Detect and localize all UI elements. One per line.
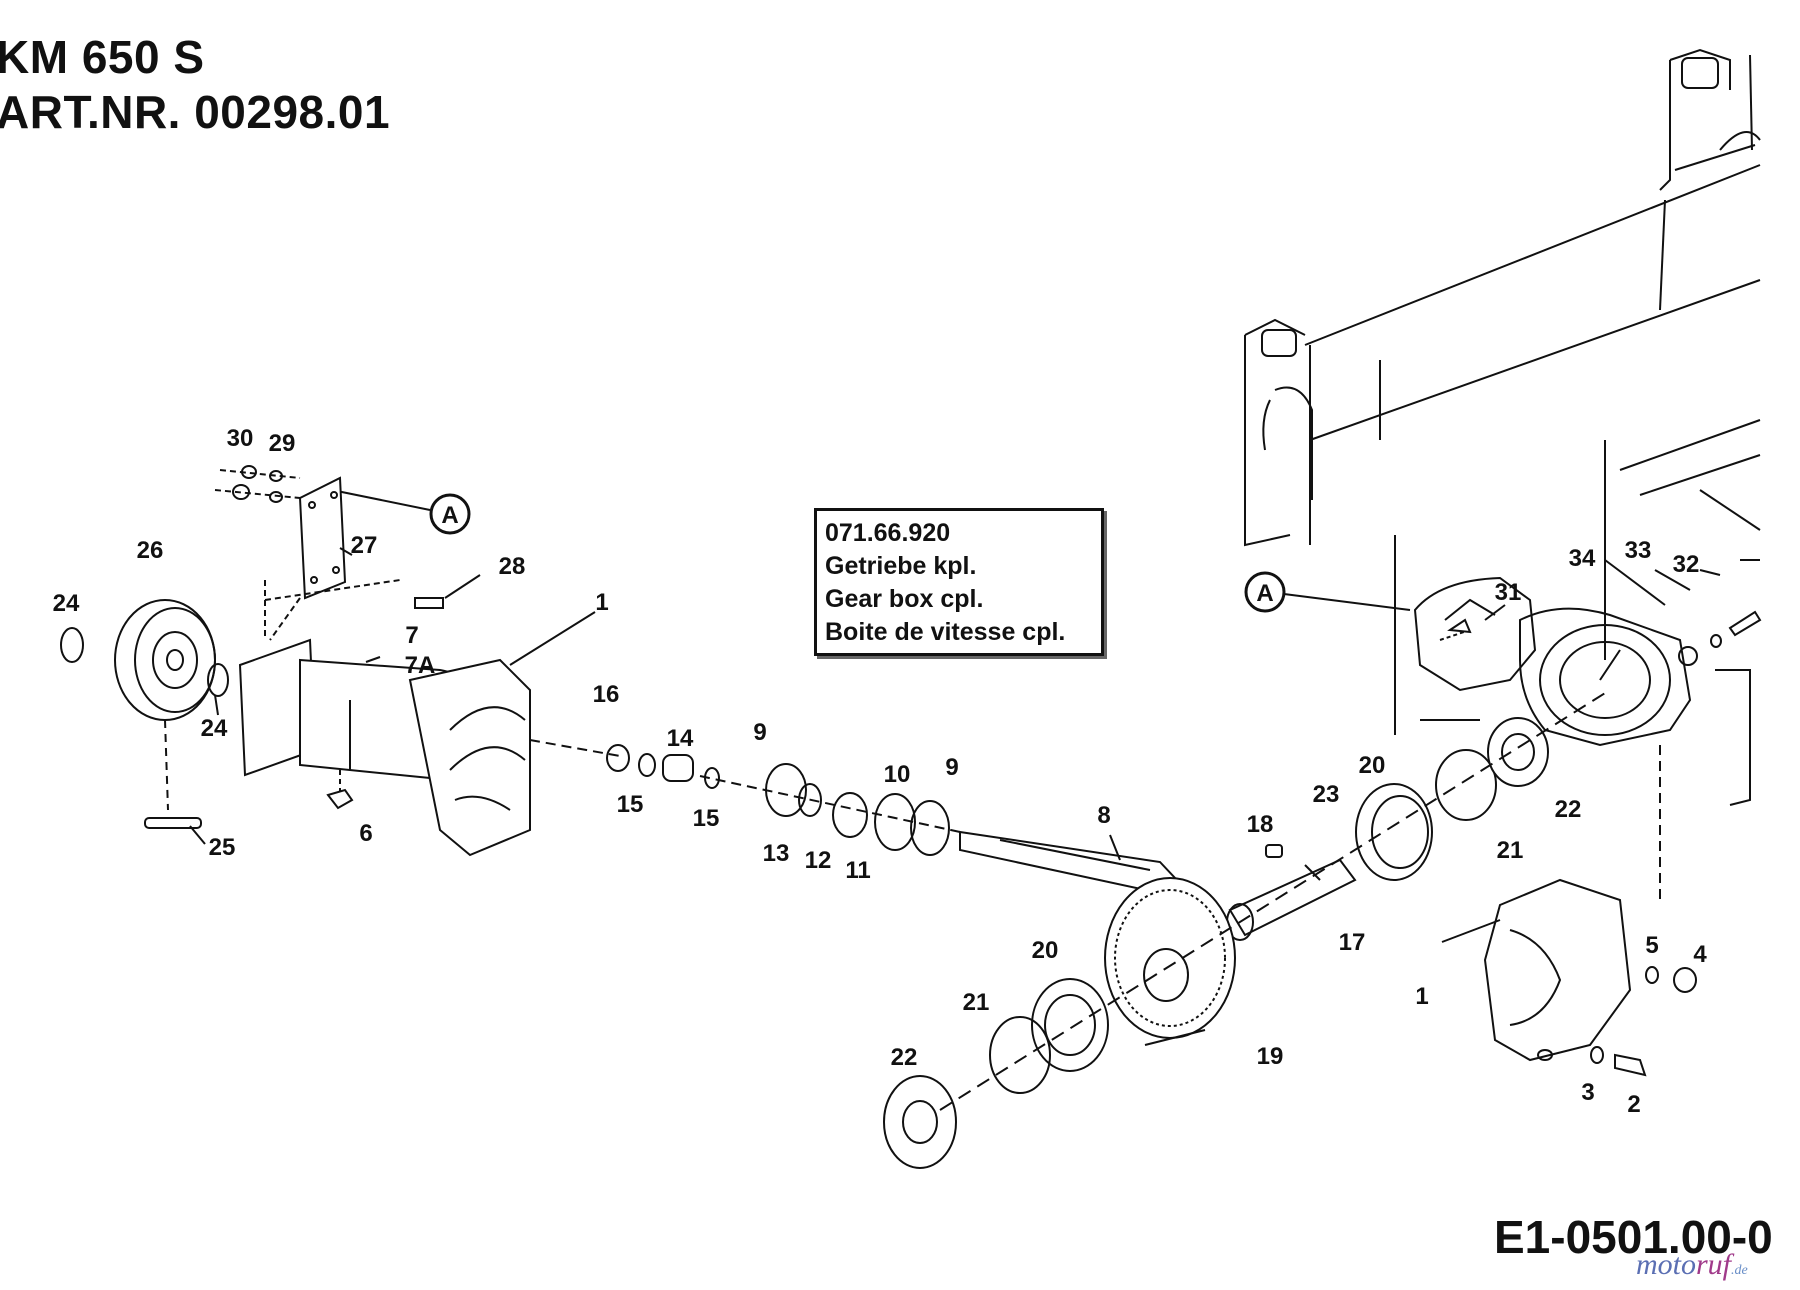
reference-marker-a-upper: A (331, 489, 471, 535)
housing-arm-1-right (1439, 610, 1762, 1077)
part-label-l31: 31 (1495, 579, 1522, 606)
part-label-l7a: 7A (405, 652, 436, 679)
part-label-l12: 12 (805, 847, 832, 874)
part-label-l3: 3 (1581, 1079, 1594, 1106)
marker-a-label-lower: A (1256, 580, 1273, 607)
gear-train (883, 689, 1611, 1169)
part-label-l26: 26 (137, 537, 164, 564)
part-label-l27: 27 (351, 532, 378, 559)
part-label-l9b: 9 (945, 754, 958, 781)
part-label-l34: 34 (1569, 545, 1596, 572)
part-label-l16: 16 (593, 681, 620, 708)
part-label-l24a: 24 (53, 590, 80, 617)
part-label-l8: 8 (1097, 802, 1110, 829)
part-label-l24b: 24 (201, 715, 228, 742)
part-label-l22a: 22 (1555, 796, 1582, 823)
part-label-l22b: 22 (891, 1044, 918, 1071)
part-label-l13: 13 (763, 840, 790, 867)
part-label-l28: 28 (499, 553, 526, 580)
part-label-l1a: 1 (595, 589, 608, 616)
watermark-brand-a: moto (1636, 1248, 1696, 1281)
part-label-l32: 32 (1673, 551, 1700, 578)
part-label-l30: 30 (227, 425, 254, 452)
part-label-l17: 17 (1339, 929, 1366, 956)
part-label-l19: 19 (1257, 1043, 1284, 1070)
callout-english: Gear box cpl. (825, 585, 984, 613)
watermark-brand-b: ruf (1696, 1248, 1732, 1281)
part-label-l5: 5 (1645, 932, 1658, 959)
shaft-small-parts (606, 744, 1177, 894)
part-label-l20a: 20 (1359, 752, 1386, 779)
part-label-l25: 25 (209, 834, 236, 861)
part-label-l6: 6 (359, 820, 372, 847)
part-label-l23: 23 (1313, 781, 1340, 808)
article-number: ART.NR. 00298.01 (0, 86, 391, 138)
part-label-l15b: 15 (693, 805, 720, 832)
part-label-l9a: 9 (753, 719, 766, 746)
watermark-logo: motoruf.de (1636, 1248, 1748, 1282)
callout-part-number: 071.66.920 (825, 519, 951, 547)
housing-arm-1 (238, 579, 621, 857)
reference-marker-a-lower: A (1244, 571, 1411, 613)
part-label-l1b: 1 (1415, 983, 1428, 1010)
part-label-l33: 33 (1625, 537, 1652, 564)
model-title: KM 650 S (0, 31, 205, 83)
marker-a-label-upper: A (441, 502, 458, 529)
callout-french: Boite de vitesse cpl. (825, 618, 1066, 646)
part-label-l7: 7 (405, 622, 418, 649)
part-label-l21a: 21 (1497, 837, 1524, 864)
part-label-l29: 29 (269, 430, 296, 457)
part-label-l2: 2 (1627, 1091, 1640, 1118)
part-label-l15a: 15 (617, 791, 644, 818)
part-label-l10: 10 (884, 761, 911, 788)
part-label-l20b: 20 (1032, 937, 1059, 964)
machine-frame-outline (1244, 48, 1761, 806)
gearbox-callout-box: 071.66.920 Getriebe kpl. Gear box cpl. B… (814, 508, 1104, 656)
part-label-l21b: 21 (963, 989, 990, 1016)
part-label-l18: 18 (1247, 811, 1274, 838)
part-label-l11: 11 (845, 857, 870, 884)
plate-27-with-nuts (214, 465, 347, 641)
callout-german: Getriebe kpl. (825, 552, 977, 580)
leader-lines (189, 547, 1721, 1046)
part-label-l4: 4 (1693, 941, 1707, 968)
pulley-26 (60, 599, 229, 829)
part-label-l14: 14 (667, 725, 694, 752)
drawing-code: E1-0501.00-0 (1494, 1211, 1773, 1263)
watermark-tld: .de (1731, 1263, 1748, 1278)
